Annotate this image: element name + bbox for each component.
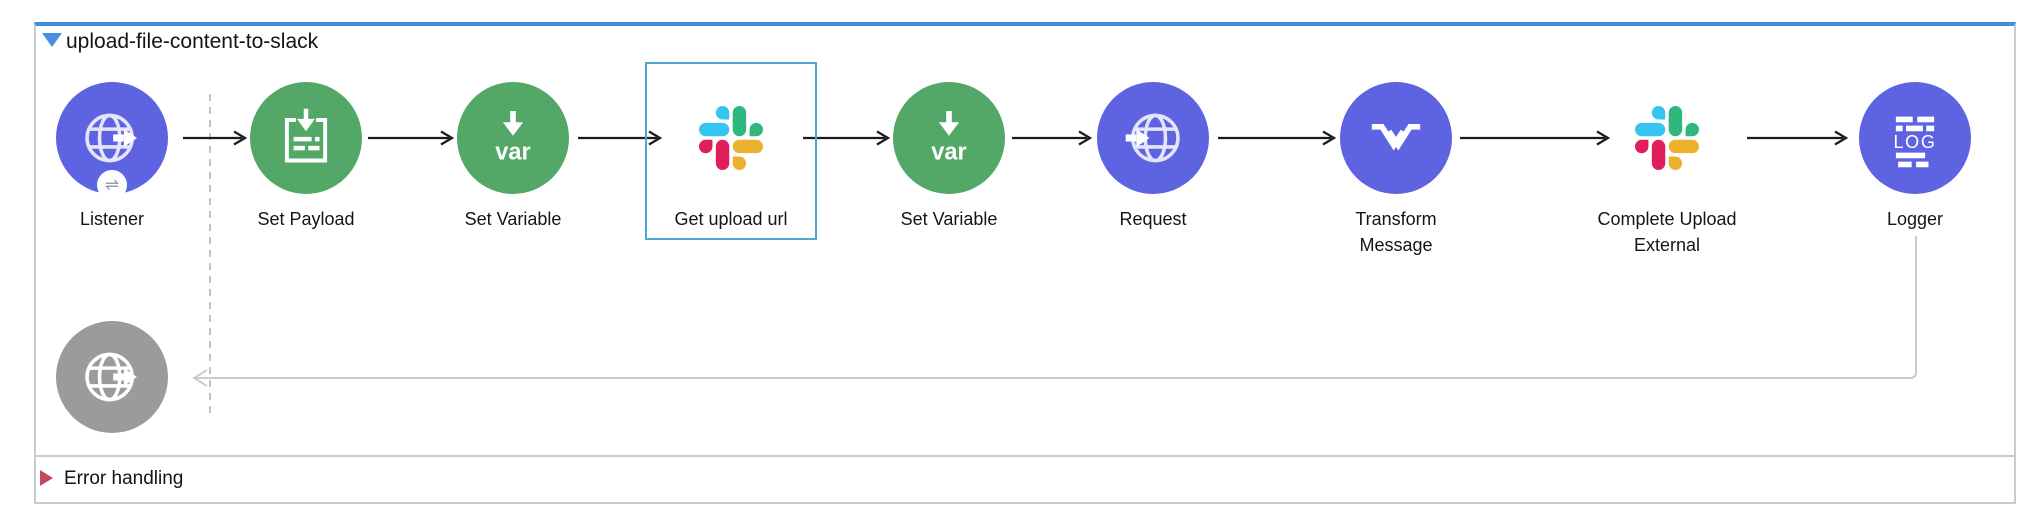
selection-outline <box>645 62 817 240</box>
node-label: Set Payload <box>257 209 355 229</box>
node-label: Set Variable <box>900 209 998 229</box>
svg-text:var: var <box>931 139 966 165</box>
slack-icon <box>651 82 811 194</box>
node-label: Logger <box>1886 209 1944 229</box>
set-payload-icon <box>250 82 362 194</box>
expand-error-handling-icon[interactable] <box>40 470 53 486</box>
svg-text:var: var <box>495 139 530 165</box>
node-label: Complete Upload External <box>1597 209 1737 255</box>
slack-icon <box>1587 82 1747 194</box>
logger-icon: LOG <box>1859 82 1971 194</box>
flow-node-response-disabled[interactable] <box>56 321 168 433</box>
dataweave-icon <box>1340 82 1452 194</box>
node-label: Listener <box>79 209 145 229</box>
globe-out-icon <box>85 113 137 163</box>
flow-node-listener[interactable]: ⇌ Listener <box>32 82 192 232</box>
set-variable-icon: var <box>893 82 1005 194</box>
http-listener-icon: ⇌ <box>56 82 168 200</box>
globe-out-disabled-icon <box>56 321 168 433</box>
error-section-divider <box>34 455 2016 457</box>
svg-text:LOG: LOG <box>1893 132 1936 152</box>
collapse-flow-icon[interactable] <box>42 33 62 47</box>
flow-node-set-variable-1[interactable]: var Set Variable <box>433 82 593 232</box>
http-request-icon <box>1097 82 1209 194</box>
flow-node-set-variable-2[interactable]: var Set Variable <box>869 82 1029 232</box>
flow-node-complete-upload-external[interactable]: Complete Upload External <box>1587 82 1747 258</box>
flow-node-request[interactable]: Request <box>1073 82 1233 232</box>
flow-node-get-upload-url[interactable]: Get upload url <box>651 82 811 232</box>
flow-title: upload-file-content-to-slack <box>66 30 319 53</box>
node-label: Get upload url <box>674 209 788 229</box>
sync-badge-icon: ⇌ <box>97 170 127 200</box>
flow-node-logger[interactable]: LOG Logger <box>1835 82 1995 232</box>
flow-node-set-payload[interactable]: Set Payload <box>226 82 386 232</box>
error-handling-label[interactable]: Error handling <box>64 468 184 489</box>
node-label: Transform Message <box>1355 209 1437 255</box>
node-label: Set Variable <box>464 209 562 229</box>
globe-in-icon <box>1125 113 1180 163</box>
flow-node-transform-message[interactable]: Transform Message <box>1316 82 1476 258</box>
set-variable-icon: var <box>457 82 569 194</box>
node-label: Request <box>1119 209 1187 229</box>
